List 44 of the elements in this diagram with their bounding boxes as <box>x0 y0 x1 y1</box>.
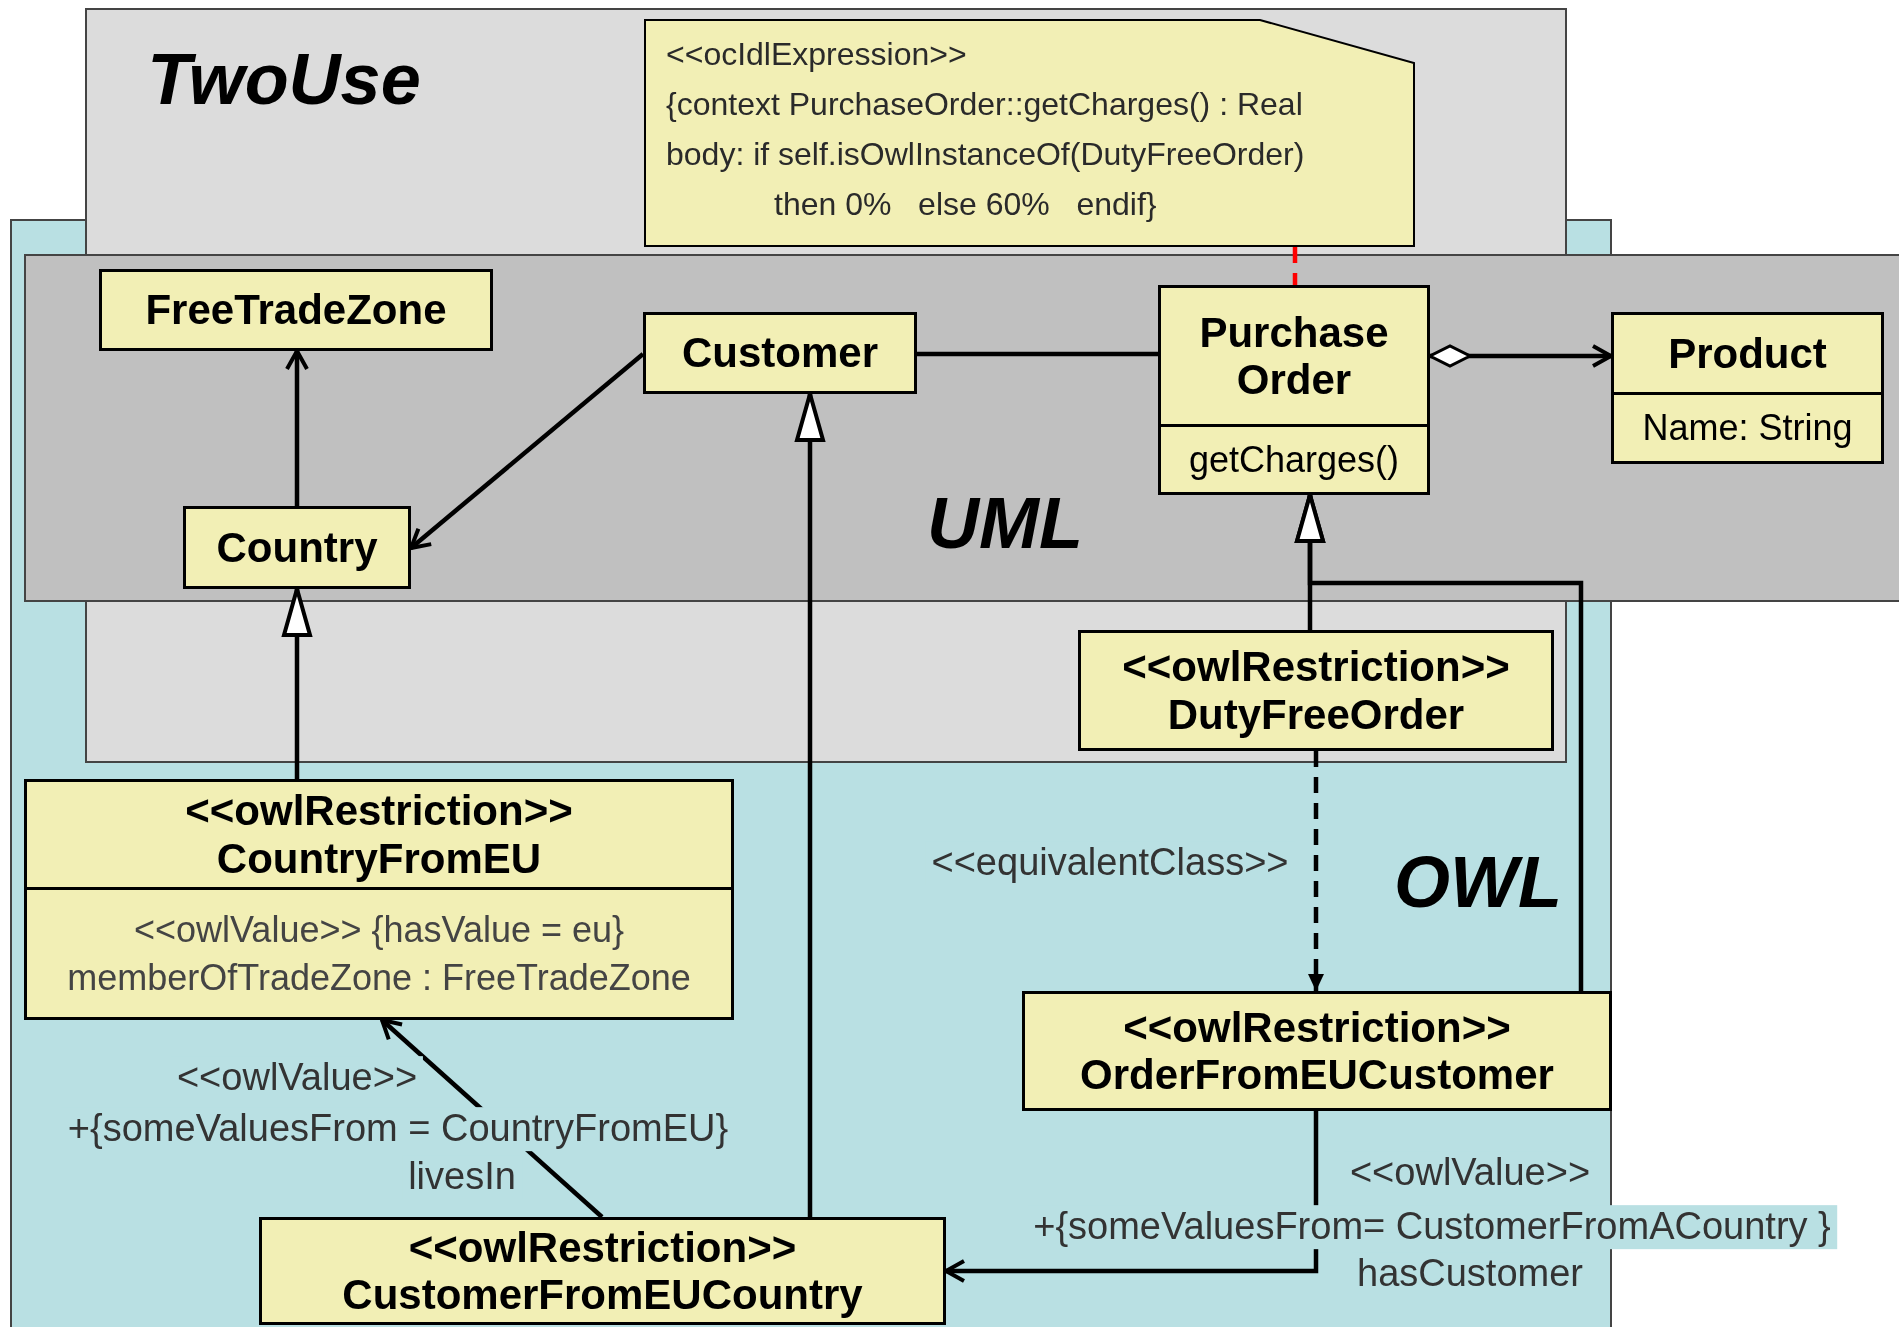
note-shape <box>644 19 1415 247</box>
class-name: OrderFromEUCustomer <box>1080 1051 1554 1099</box>
class-box <box>1078 630 1554 751</box>
region-title: TwoUse <box>146 37 422 121</box>
class-name: Product <box>1668 330 1827 377</box>
class-name: Purchase Order <box>1198 308 1390 404</box>
class-name: DutyFreeOrder <box>1167 690 1465 738</box>
class-name: CustomerFromEUCountry <box>342 1271 863 1319</box>
note-text: then 0% else 60% endif} <box>773 185 1157 224</box>
attribute: Name: String <box>1642 406 1853 451</box>
class-box <box>259 1217 946 1325</box>
class-name: Country <box>216 524 378 571</box>
attribute: memberOfTradeZone : FreeTradeZone <box>67 955 691 1000</box>
connector-line <box>1292 247 1298 285</box>
stereotype: <<owlRestriction>> <box>1123 1003 1511 1051</box>
class-box <box>24 779 734 1020</box>
arrow <box>1308 751 1324 991</box>
class-box <box>99 269 493 351</box>
arrow <box>409 352 645 550</box>
stereotype: <<owlRestriction>> <box>1122 643 1510 691</box>
generalization-arrow <box>282 587 312 779</box>
class-name: CountryFromEU <box>216 834 542 882</box>
class-box <box>183 506 411 589</box>
class-box <box>643 312 917 394</box>
arrow <box>1428 344 1613 368</box>
note-text: <<ocIdlExpression>> <box>666 35 967 74</box>
class-box <box>1022 991 1612 1111</box>
stereotype: <<owlRestriction>> <box>408 1223 797 1271</box>
arrow <box>285 349 309 506</box>
stereotype: <<owlRestriction>> <box>185 787 573 835</box>
note-text: body: if self.isOwlInstanceOf(DutyFreeOrder) <box>666 135 1305 174</box>
connector-line <box>917 351 1158 357</box>
generalization-arrow <box>795 392 825 1217</box>
class-box <box>1611 312 1884 464</box>
class-name: FreeTradeZone <box>145 286 447 334</box>
arrow <box>944 1111 1319 1283</box>
generalization-arrow <box>1295 493 1584 991</box>
class-box <box>1158 285 1430 495</box>
note-text: {context PurchaseOrder::getCharges() : Real <box>666 85 1303 124</box>
operation: getCharges() <box>1188 437 1400 482</box>
attribute: <<owlValue>> {hasValue = eu} <box>133 908 625 952</box>
region-title: OWL <box>1393 840 1563 924</box>
class-name: Customer <box>681 329 878 377</box>
region-title: UML <box>926 481 1084 565</box>
